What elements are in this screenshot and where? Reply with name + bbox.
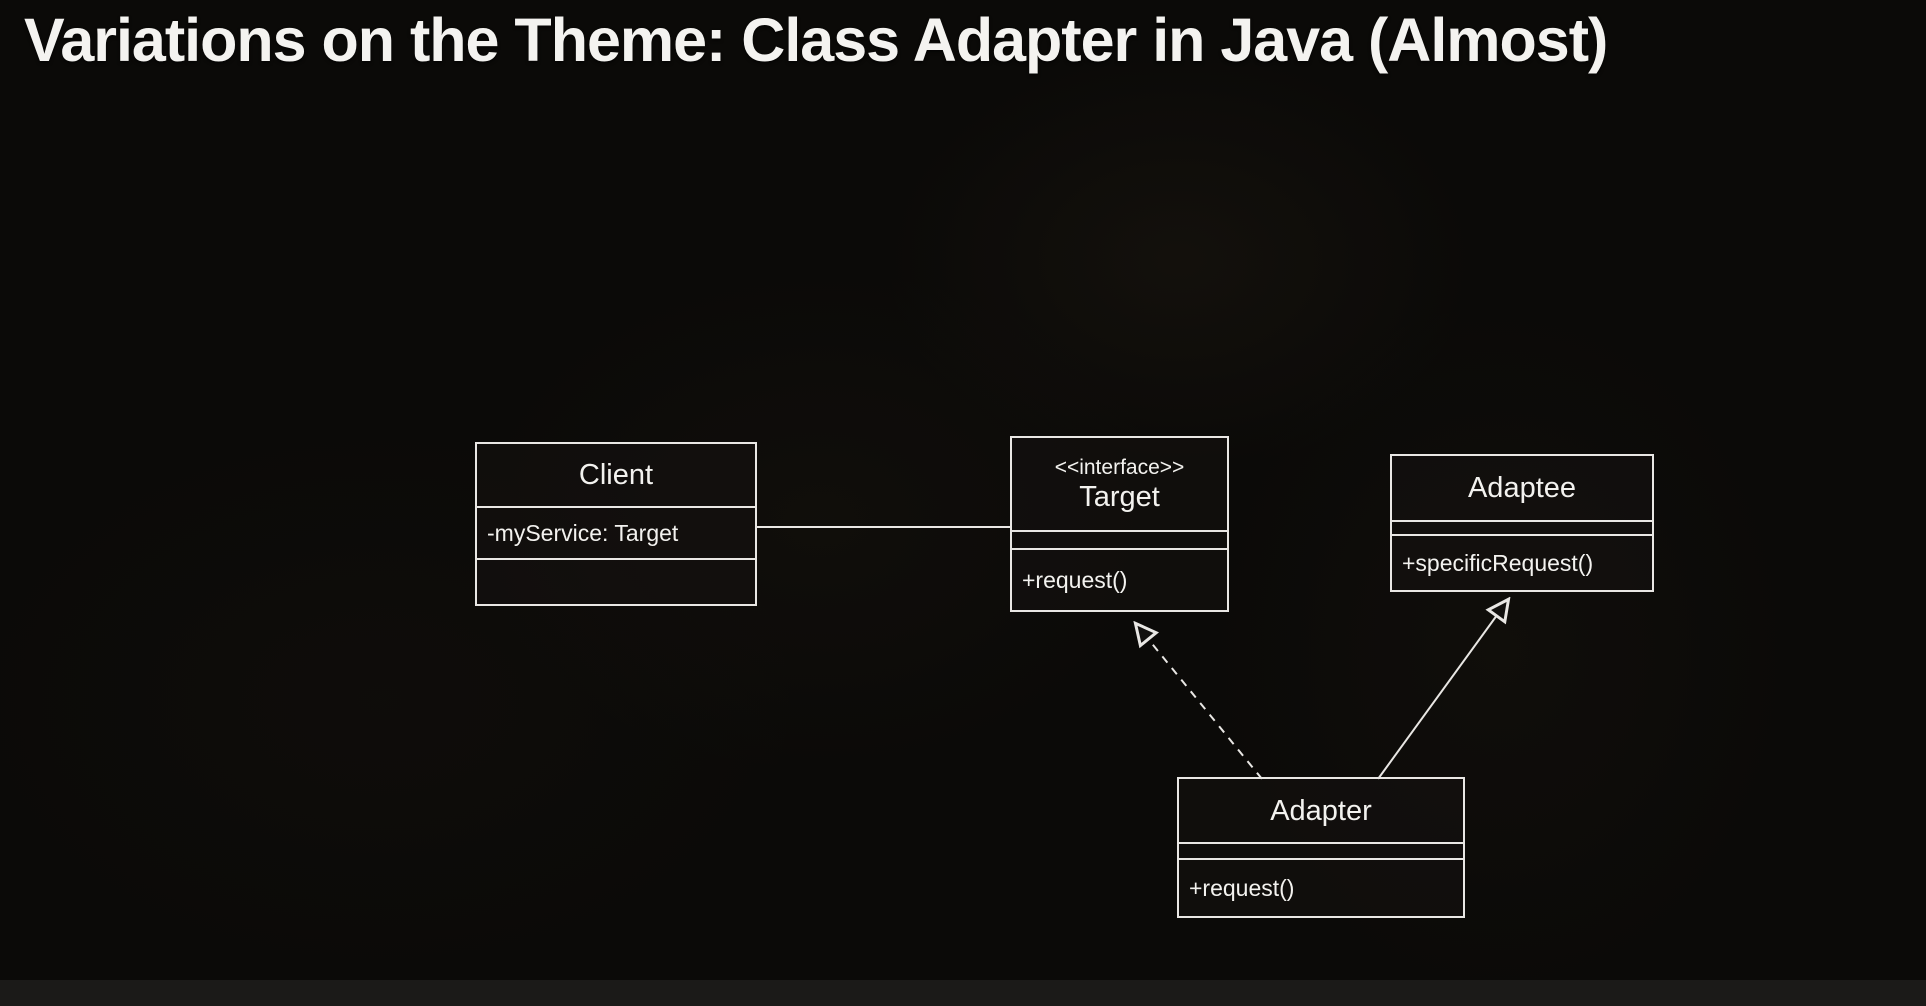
adapter-class-name: Adapter [1270,794,1372,827]
client-methods-section-empty [477,558,755,604]
uml-interface-target: <<interface>> Target +request() [1010,436,1229,612]
target-method: +request() [1012,548,1227,610]
adaptee-method: +specificRequest() [1392,534,1652,590]
generalization-arrow-adapter-adaptee [1377,600,1508,780]
adaptee-attributes-section-empty [1392,520,1652,534]
slide-title: Variations on the Theme: Class Adapter i… [24,6,1608,74]
bottom-strip [0,980,1926,1006]
client-class-name: Client [578,459,654,491]
adapter-method: +request() [1179,858,1463,916]
target-attributes-section-empty [1012,530,1227,548]
uml-class-adapter: Adapter +request() [1177,777,1465,918]
target-stereotype: <<interface>> [1054,455,1185,479]
realization-arrow-adapter-target [1136,624,1263,780]
adaptee-class-name: Adaptee [1467,472,1577,504]
uml-class-client: Client -myService: Target [475,442,757,606]
target-interface-name: Target [1079,480,1160,513]
uml-class-adaptee: Adaptee +specificRequest() [1390,454,1654,592]
adapter-attributes-section-empty [1179,842,1463,858]
client-attribute: -myService: Target [477,506,755,558]
